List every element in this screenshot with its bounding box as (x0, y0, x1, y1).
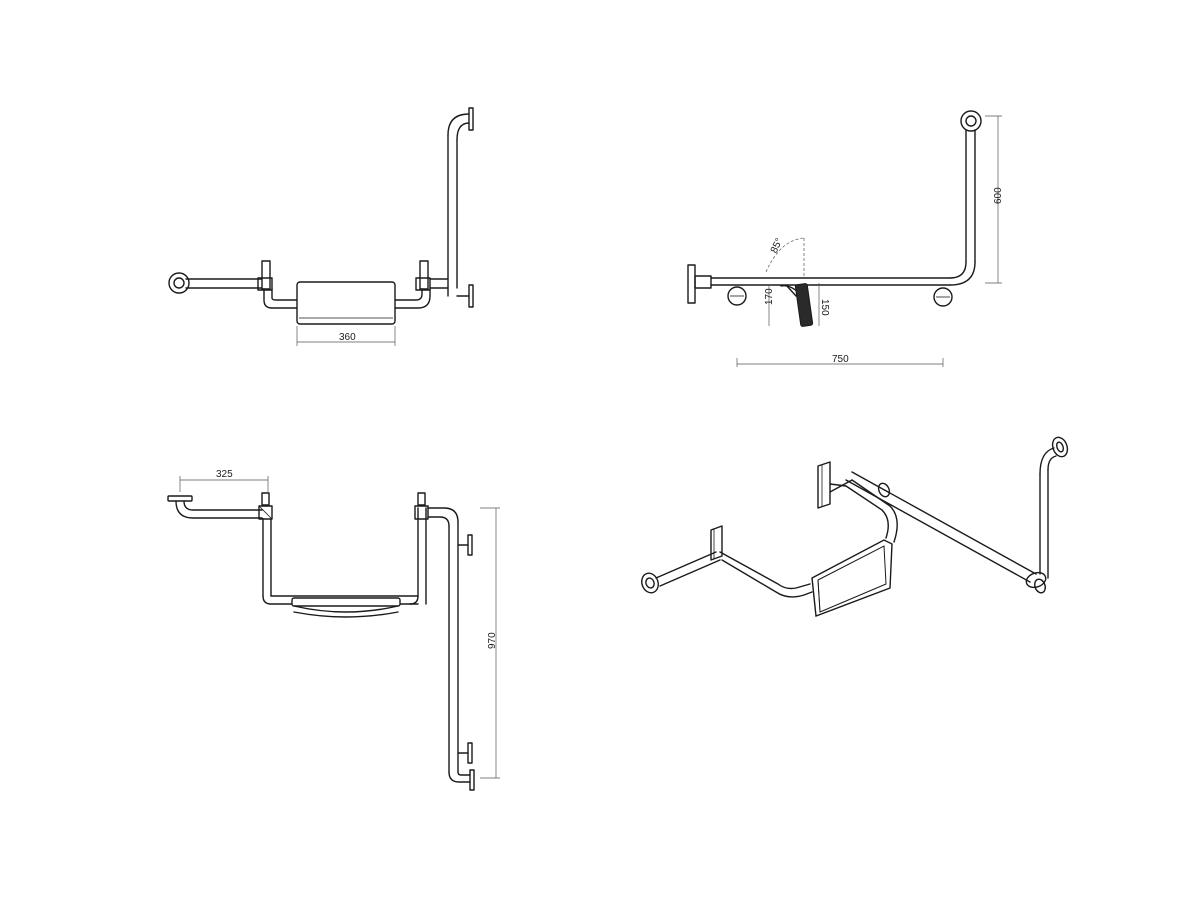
dim-325-label: 325 (216, 469, 233, 480)
dim-170-label: 170 (764, 288, 775, 305)
side-view: 325 970 (167, 469, 500, 791)
dim-750-label: 750 (832, 354, 849, 365)
front-view: 360 (168, 107, 474, 346)
dim-85-label: 85° (769, 237, 785, 255)
isometric-view (641, 436, 1069, 617)
dim-360-label: 360 (339, 332, 356, 343)
plan-view: 85° 170 150 600 750 (687, 110, 1004, 367)
dim-970-label: 970 (487, 632, 498, 649)
dim-600-label: 600 (993, 187, 1004, 204)
dim-150-label: 150 (819, 299, 830, 316)
